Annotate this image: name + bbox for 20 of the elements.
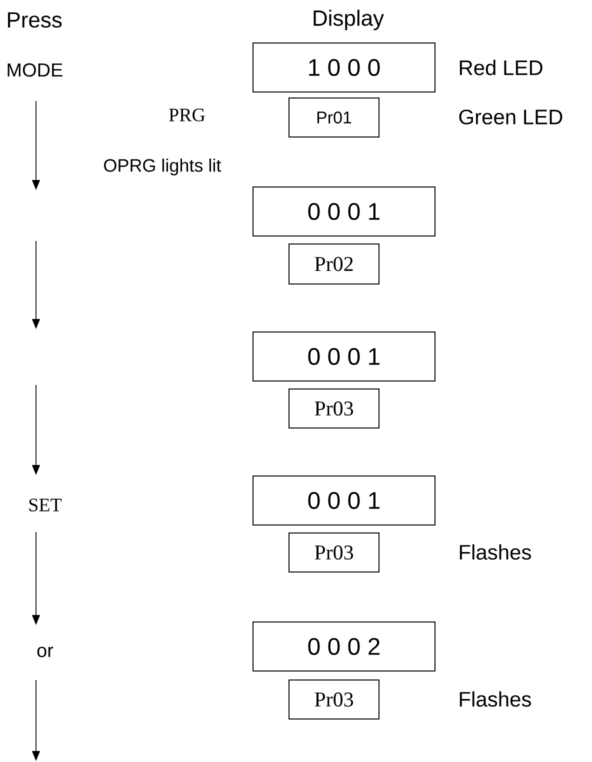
label: Flashes [460, 544, 531, 560]
label: OPRG lights lit [104, 158, 222, 176]
display-box: 1 0 0 0 [252, 42, 436, 92]
label: Green LED [459, 110, 562, 124]
label: Flashes [460, 691, 531, 707]
label: PRG [169, 108, 205, 122]
program-box: Pr01 [288, 98, 380, 138]
led-label: Red LED [460, 60, 542, 76]
label: SET [29, 498, 62, 512]
display-box: 0 0 0 1 [252, 186, 436, 236]
label: Press [8, 12, 62, 28]
display-box: 0 0 0 1 [252, 332, 436, 382]
label: or [37, 646, 54, 658]
label: MODE [8, 63, 62, 77]
program-box: Pr02 [288, 244, 380, 284]
program-box: Pr03 [288, 388, 380, 428]
program-box: Pr03 [288, 680, 380, 720]
program-box: Pr03 [288, 532, 380, 572]
display-box: 0 0 0 2 [252, 622, 436, 672]
display-box: 0 0 0 1 [252, 476, 436, 526]
